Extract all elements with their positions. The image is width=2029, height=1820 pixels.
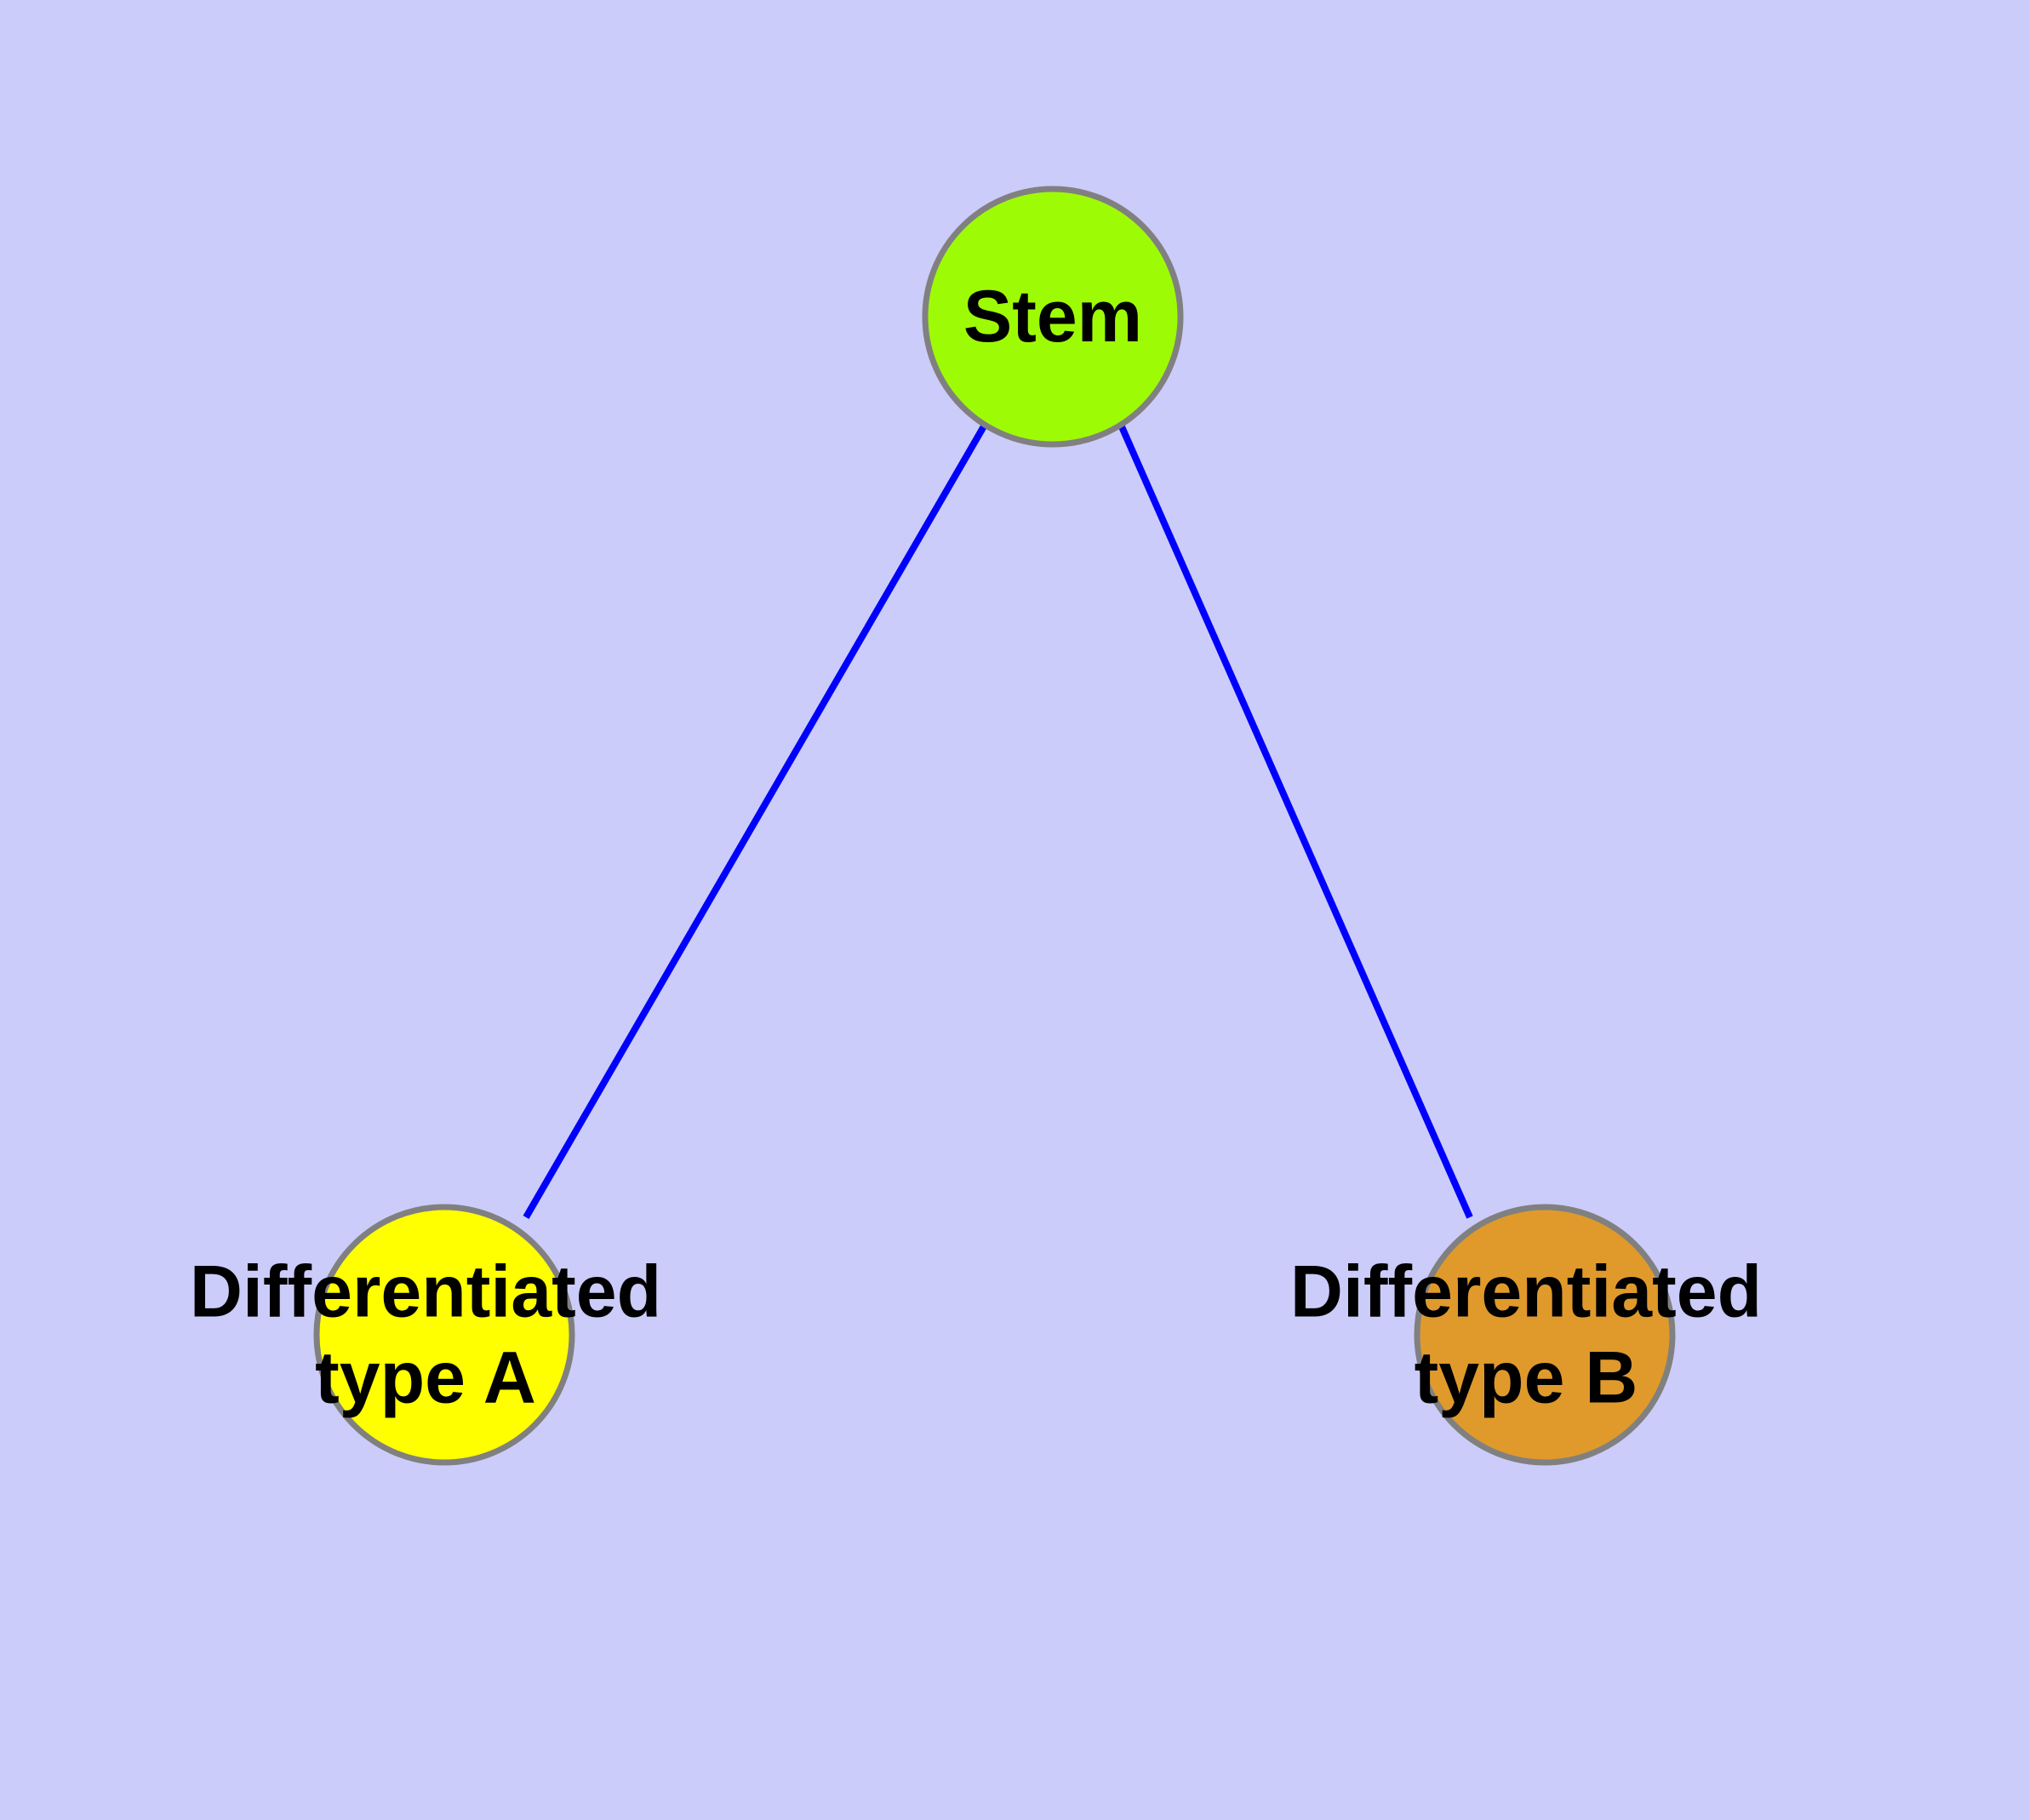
node-label-stem: Stem [963, 276, 1142, 358]
graph-node-diff_a[interactable] [313, 1204, 575, 1466]
nodes-layer [313, 186, 1676, 1466]
graph-edge-stem-diff_b [1117, 423, 1473, 1219]
node-label-line: Differentiated [1290, 1251, 1762, 1332]
node-label-line: Differentiated [190, 1251, 661, 1332]
graph-node-stem[interactable] [922, 186, 1184, 448]
node-label-line: Stem [963, 276, 1142, 358]
node-label-line: type B [1415, 1337, 1638, 1419]
node-label-line: type A [315, 1337, 536, 1419]
edges-layer [523, 422, 1473, 1220]
graph-edge-stem-diff_a [523, 422, 988, 1220]
graph-node-diff_b[interactable] [1414, 1204, 1676, 1466]
